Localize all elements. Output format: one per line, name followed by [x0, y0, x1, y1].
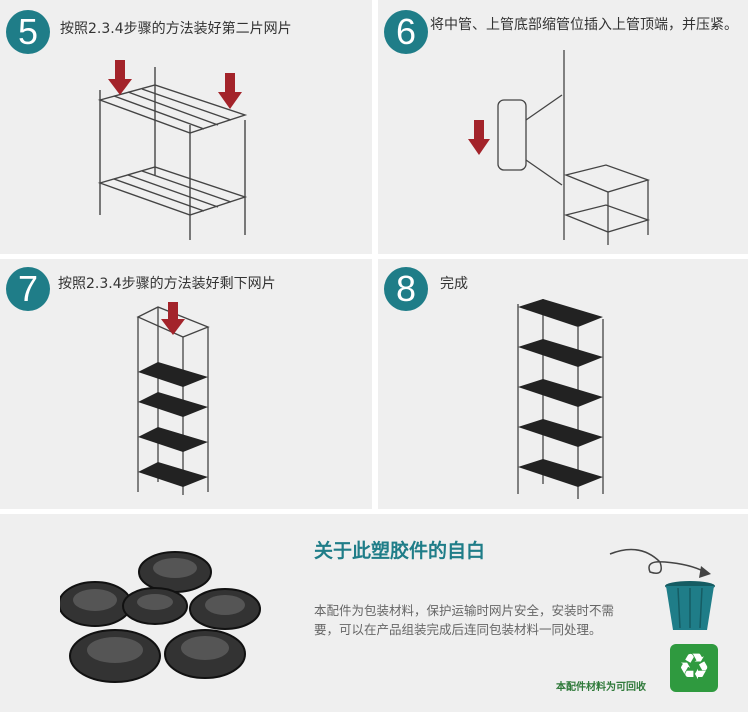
- shelf-two-tier-illustration: [97, 60, 248, 240]
- step-8-number: 8: [384, 267, 428, 311]
- step-6-caption: 将中管、上管底部缩管位插入上管顶端，并压紧。: [430, 17, 738, 33]
- insert-arrow: [161, 302, 185, 335]
- note-title: 关于此塑胶件的自白: [314, 540, 486, 562]
- shelf-four-tier-illustration: [136, 302, 210, 495]
- step-7-number: 7: [6, 267, 50, 311]
- step-5-panel: 5 按照2.3.4步骤的方法装好第二片网片: [0, 0, 372, 254]
- step-8-caption: 完成: [440, 276, 468, 292]
- pole-insert-illustration: [468, 50, 651, 245]
- step-5-caption: 按照2.3.4步骤的方法装好第二片网片: [60, 21, 292, 37]
- step-6-number: 6: [384, 10, 428, 54]
- recycle-icon: ♻: [670, 644, 718, 692]
- curved-arrow-icon: [609, 548, 711, 578]
- insert-arrows: [108, 60, 242, 109]
- plastic-caps-photo: [60, 551, 261, 683]
- step-5-number: 5: [6, 10, 50, 54]
- note-description: 本配件为包装材料，保护运输时网片安全，安装时不需要，可以在产品组装完成后连同包装…: [314, 603, 615, 637]
- trash-bin-icon: [665, 581, 715, 630]
- insert-arrow: [468, 120, 490, 155]
- plastic-part-note: 关于此塑胶件的自白 本配件为包装材料，保护运输时网片安全，安装时不需要，可以在产…: [0, 514, 748, 712]
- step-7-caption: 按照2.3.4步骤的方法装好剩下网片: [58, 276, 276, 292]
- step-7-panel: 7 按照2.3.4步骤的方法装好剩下网片: [0, 259, 372, 509]
- step-8-panel: 8 完成: [378, 259, 748, 509]
- recycle-label: 本配件材料为可回收: [556, 682, 646, 693]
- step-6-panel: 6 将中管、上管底部缩管位插入上管顶端，并压紧。: [378, 0, 748, 254]
- finished-shelf-illustration: [517, 299, 604, 499]
